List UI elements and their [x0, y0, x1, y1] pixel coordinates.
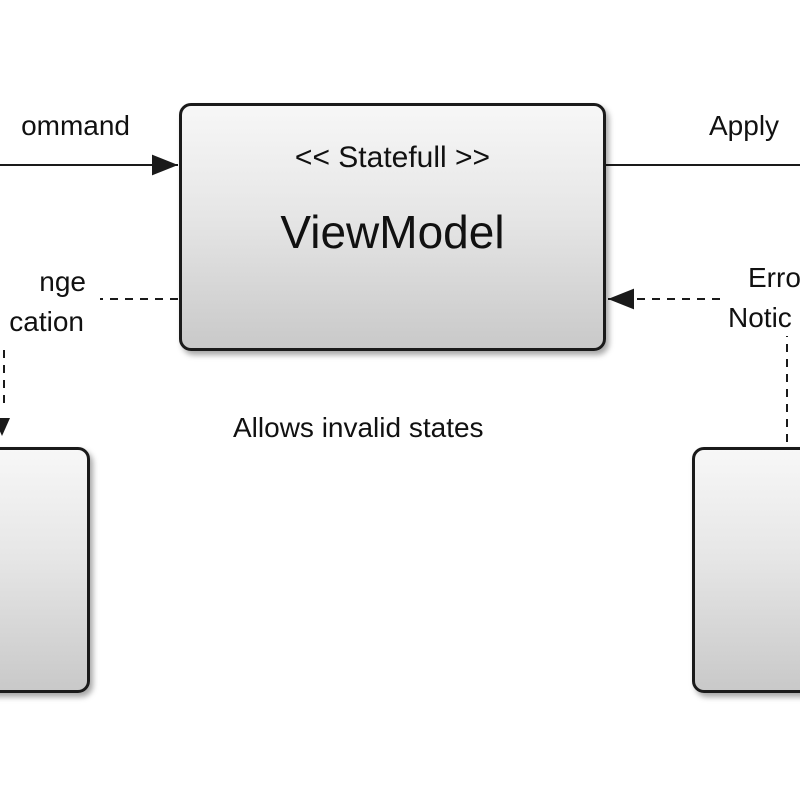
viewmodel-title: ViewModel [280, 206, 505, 258]
view-box-left [0, 447, 90, 693]
change-notification-label-line1: nge [39, 266, 86, 297]
error-notification-label-line1: Erro [748, 262, 800, 293]
viewmodel-box: << Statefull >> ViewModel [179, 103, 606, 351]
change-notification-label-line2: cation [9, 306, 84, 337]
apply-label: Apply [709, 110, 780, 141]
model-box-right [692, 447, 800, 693]
error-notification-label-line2: Notic [728, 302, 792, 333]
viewmodel-stereotype: << Statefull >> [294, 141, 491, 174]
change-notification-arrowhead [0, 418, 10, 436]
invalid-states-note: Allows invalid states [233, 412, 484, 443]
command-label: ommand [21, 110, 130, 141]
